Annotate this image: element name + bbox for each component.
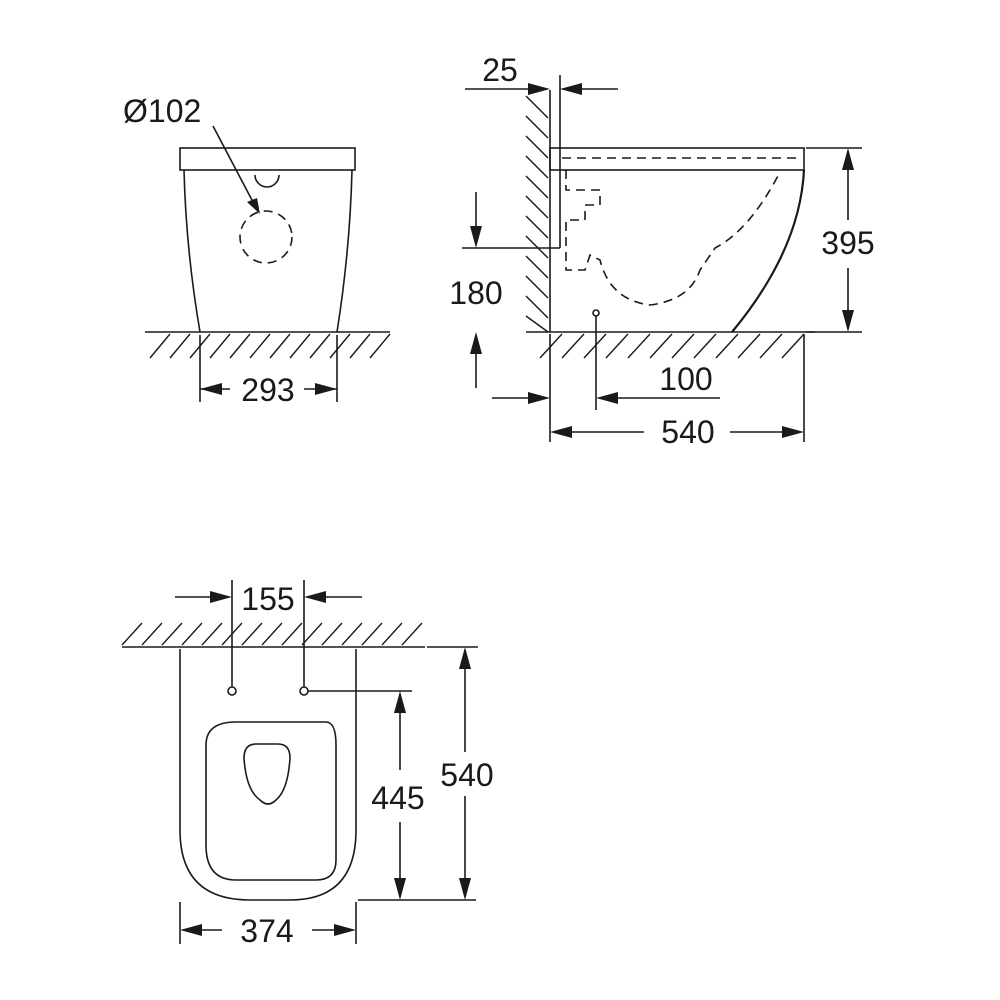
top-view: 155 445 540 374 (121, 580, 494, 949)
inlet-arrow-top (470, 226, 482, 248)
side-body-front (731, 169, 806, 333)
fixing-arrow-left (210, 591, 232, 603)
height-arrow-top (842, 148, 854, 170)
front-view: Ø102 293 (123, 93, 391, 408)
side-trap-hidden (565, 170, 781, 306)
top-width-label: 374 (240, 913, 293, 949)
side-floor-hatch (539, 333, 805, 359)
top-bowl-opening (243, 743, 291, 805)
outlet-arrow-right (596, 392, 618, 404)
top-fixing-spacing-label: 155 (241, 581, 294, 617)
front-width-arrow-left (200, 383, 222, 395)
side-depth-label: 540 (661, 414, 714, 450)
side-seat (549, 147, 805, 171)
outlet-arrow-left (528, 392, 550, 404)
side-inlet-height-label: 180 (449, 275, 502, 311)
total-depth-arrow-bottom (459, 878, 471, 900)
top-bowl-outline (179, 649, 357, 901)
fixing-depth-arrow-top (394, 691, 406, 713)
front-width-label: 293 (241, 372, 294, 408)
side-outlet-offset-label: 100 (659, 361, 712, 397)
side-gap-label: 25 (482, 52, 518, 88)
top-seat (205, 721, 337, 881)
side-wall-hatch (525, 95, 549, 333)
top-wall-hatch (121, 622, 423, 646)
gap-arrow-left (528, 83, 550, 95)
top-fixing-right (299, 686, 309, 696)
top-fixing-left (227, 686, 237, 696)
width-arrow-left (180, 924, 202, 936)
height-arrow-bottom (842, 310, 854, 332)
inlet-arrow-bottom (470, 332, 482, 354)
top-depth-label: 540 (440, 757, 493, 793)
side-outlet-marker (592, 309, 600, 317)
fixing-arrow-right (304, 591, 326, 603)
side-height-label: 395 (821, 225, 874, 261)
side-view: 25 395 180 100 540 (449, 52, 874, 450)
depth-arrow-left (550, 426, 572, 438)
gap-arrow-right (560, 83, 582, 95)
front-floor-hatch (149, 333, 391, 359)
fixing-depth-arrow-bottom (394, 878, 406, 900)
depth-arrow-right (782, 426, 804, 438)
front-width-arrow-right (315, 383, 337, 395)
front-inlet (254, 174, 280, 188)
front-outlet-hidden (239, 210, 293, 264)
total-depth-arrow-top (459, 647, 471, 669)
front-body (183, 169, 353, 333)
front-rim (179, 147, 356, 171)
outlet-leader-arrow (247, 198, 260, 214)
top-fixing-depth-label: 445 (371, 780, 424, 816)
width-arrow-right (334, 924, 356, 936)
front-outlet-diameter-label: Ø102 (123, 93, 201, 129)
outlet-leader (212, 125, 254, 203)
